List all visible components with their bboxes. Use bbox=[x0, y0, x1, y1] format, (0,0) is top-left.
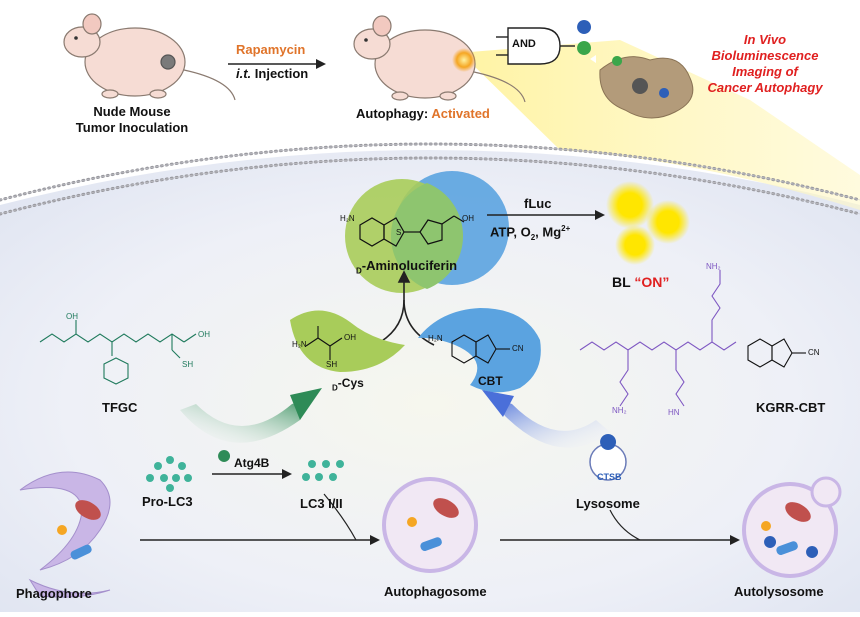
dcys-prefix: D bbox=[332, 383, 338, 393]
chem-oh-4: OH bbox=[198, 330, 210, 339]
and-gate-icon bbox=[496, 27, 575, 65]
chem-oh-3: OH bbox=[66, 312, 78, 321]
autophagosome-icon bbox=[382, 477, 478, 573]
cell-membrane bbox=[0, 142, 860, 216]
chem-cn-2: CN bbox=[808, 348, 820, 357]
kgrr-cbt-structure bbox=[579, 270, 737, 407]
chem-nh2-1: NH₂ bbox=[706, 262, 721, 271]
pro-lc3-label: Pro-LC3 bbox=[142, 494, 193, 509]
autolysosome-label: Autolysosome bbox=[734, 584, 824, 599]
lc3-label: LC3 I/II bbox=[300, 496, 343, 511]
chem-nh2-2: NH₂ bbox=[612, 406, 627, 415]
chem-h2n-1: H₂N bbox=[340, 214, 355, 223]
chem-cn-1: CN bbox=[512, 344, 524, 353]
bioluminescence-glow bbox=[606, 181, 690, 265]
autophagy-state: Activated bbox=[431, 106, 490, 121]
reaction-conditions: ATP, O2, Mg2+ bbox=[490, 224, 570, 242]
mg-superscript: 2+ bbox=[561, 224, 571, 233]
invivo-line2: Bioluminescence bbox=[711, 48, 819, 63]
ctsb-label: CTSB bbox=[597, 472, 622, 482]
cbt-crescent bbox=[418, 308, 541, 393]
cbt-structure bbox=[451, 334, 510, 364]
injection-arrow bbox=[228, 59, 326, 69]
conditions-text: ATP, O bbox=[490, 224, 531, 240]
cancer-cell-icon bbox=[599, 56, 694, 119]
autolysosome-icon bbox=[742, 476, 842, 578]
rapamycin-label: Rapamycin bbox=[236, 42, 306, 57]
chem-oh-1: OH bbox=[462, 214, 474, 223]
dcys-structure bbox=[305, 326, 343, 360]
mg-text: , Mg bbox=[535, 224, 562, 240]
autophagy-pathway-arrows bbox=[140, 493, 740, 545]
chem-hn-1: HN bbox=[668, 408, 680, 417]
chem-sh-2: SH bbox=[182, 360, 194, 369]
phagophore-icon bbox=[19, 471, 111, 598]
dcys-name: -Cys bbox=[337, 376, 364, 390]
invivo-line3: Imaging of bbox=[732, 64, 798, 79]
bl-prefix: BL bbox=[612, 274, 635, 290]
chem-sh-1: SH bbox=[326, 360, 338, 369]
phagophore-label: Phagophore bbox=[16, 586, 92, 601]
injection-rest: Injection bbox=[251, 66, 309, 81]
dcys-label: D-Cys bbox=[332, 376, 364, 392]
invivo-label: In Vivo Bioluminescence Imaging of Cance… bbox=[690, 32, 840, 96]
atg4b-arrow bbox=[212, 450, 292, 479]
tfgc-structure bbox=[39, 320, 197, 385]
injection-italic: i.t. bbox=[236, 66, 252, 81]
ctsb-enzyme-icon bbox=[600, 434, 617, 450]
autophagy-status: Autophagy: Activated bbox=[356, 106, 490, 121]
mouse-label-line2: Tumor Inoculation bbox=[75, 120, 189, 135]
chem-h2n-3: H₂N bbox=[428, 334, 443, 343]
kgrr-cbt-label: KGRR-CBT bbox=[756, 400, 826, 415]
injection-label: i.t. Injection bbox=[236, 66, 308, 81]
chem-oh-2: OH bbox=[344, 333, 356, 342]
mouse-label-line1: Nude Mouse bbox=[93, 104, 171, 119]
dcys-crescent bbox=[290, 310, 405, 372]
chem-s-1: S bbox=[396, 228, 402, 237]
bl-state: “ON” bbox=[634, 274, 670, 290]
aminoluciferin-name: -Aminoluciferin bbox=[361, 258, 458, 273]
overlap-region bbox=[390, 183, 464, 289]
invivo-line1: In Vivo bbox=[743, 32, 787, 47]
o2-subscript: 2 bbox=[530, 232, 536, 242]
and-gate-label: AND bbox=[512, 38, 536, 50]
enzyme-inputs-icon bbox=[577, 20, 596, 63]
autophagy-prefix: Autophagy: bbox=[356, 106, 432, 121]
lc3-icon bbox=[302, 460, 344, 481]
mouse-label: Nude Mouse Tumor Inoculation bbox=[72, 104, 192, 136]
aminoluciferin-label: D-Aminoluciferin bbox=[356, 258, 457, 276]
cell-interior bbox=[0, 150, 860, 612]
fluc-reaction-arrow bbox=[487, 210, 605, 220]
pro-lc3-icon bbox=[146, 456, 192, 492]
tfgc-to-dcys-arrow bbox=[180, 398, 312, 443]
treated-mouse-icon bbox=[353, 15, 526, 103]
aminoluciferin-prefix: D bbox=[356, 266, 362, 276]
bl-on-label: BL “ON” bbox=[612, 274, 669, 290]
fluc-label: fLuc bbox=[524, 196, 552, 211]
nude-mouse-icon bbox=[63, 13, 236, 101]
kgrr-to-cbt-arrow bbox=[492, 398, 610, 448]
activated-tumor-icon bbox=[452, 48, 476, 72]
imaging-beam bbox=[470, 40, 860, 210]
lysosome-label: Lysosome bbox=[576, 496, 640, 511]
cbt-label: CBT bbox=[478, 374, 503, 388]
kgrr-cbt-core bbox=[747, 338, 806, 368]
invivo-line4: Cancer Autophagy bbox=[707, 80, 823, 95]
chem-h2n-2: H₂N bbox=[292, 340, 307, 349]
atg4b-label: Atg4B bbox=[234, 456, 270, 470]
tfgc-label: TFGC bbox=[102, 400, 138, 415]
aminoluciferin-structure bbox=[359, 215, 465, 247]
autophagosome-label: Autophagosome bbox=[384, 584, 487, 599]
